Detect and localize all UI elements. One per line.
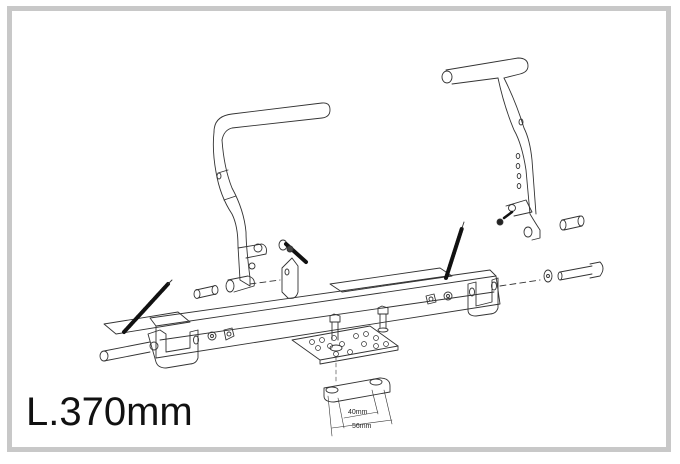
- dim-outer-label: 56mm: [352, 423, 372, 430]
- main-frame-rail: [103, 267, 501, 369]
- left-bushing: [193, 285, 219, 299]
- left-spring: [122, 279, 173, 334]
- spacer-block: [323, 377, 393, 437]
- left-lever: [212, 102, 331, 293]
- diagram-frame: [7, 6, 671, 452]
- adjuster-screw: [278, 239, 308, 264]
- small-bracket: [281, 257, 299, 299]
- right-lever: [441, 57, 541, 241]
- right-bushing: [559, 215, 585, 231]
- dim-inner-label: 40mm: [348, 409, 368, 416]
- mounting-bolts: [329, 305, 389, 341]
- length-label: L.370mm: [26, 390, 193, 434]
- right-bolt: [543, 261, 604, 283]
- right-spring: [444, 221, 465, 280]
- mounting-plate: [291, 325, 399, 365]
- left-bolt: [99, 341, 159, 362]
